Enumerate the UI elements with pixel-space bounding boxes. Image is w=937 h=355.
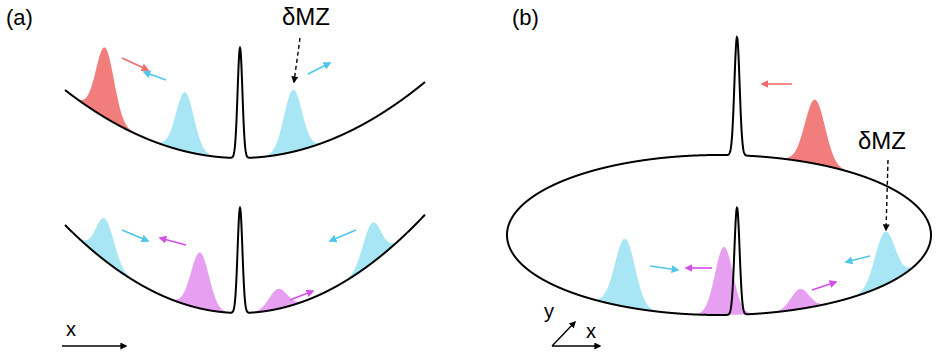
axis-arrow [552, 345, 600, 346]
quantity-label: δMZ [858, 128, 906, 154]
velocity-arrow [122, 230, 148, 241]
trap-potential [65, 208, 425, 313]
velocity-arrow [122, 58, 148, 70]
quantity-label: δMZ [282, 4, 330, 30]
ring-trap [507, 37, 931, 315]
axis-arrow [62, 345, 126, 346]
velocity-arrow [144, 72, 166, 80]
velocity-arrow [686, 267, 712, 269]
velocity-arrow [290, 291, 313, 300]
wave-packet [593, 239, 657, 312]
velocity-arrow [308, 63, 330, 74]
velocity-arrow [650, 266, 678, 270]
velocity-arrow [330, 230, 356, 241]
wave-packet [156, 92, 214, 156]
panel-label: (a) [6, 6, 33, 30]
axis-arrow [552, 322, 575, 346]
velocity-arrow [762, 83, 792, 85]
velocity-arrow [160, 238, 186, 245]
axis-label: x [586, 320, 596, 342]
wave-packet [76, 218, 134, 281]
trap-potential [65, 48, 425, 158]
velocity-arrow [846, 256, 870, 262]
velocity-arrow [812, 282, 836, 290]
wave-packet [695, 247, 753, 315]
pointer-arrow [294, 38, 300, 82]
wave-packet [853, 232, 917, 297]
pointer-arrow [886, 160, 888, 230]
axis-label: x [66, 318, 76, 340]
panel-label: (b) [512, 6, 539, 30]
axis-label: y [544, 300, 554, 322]
